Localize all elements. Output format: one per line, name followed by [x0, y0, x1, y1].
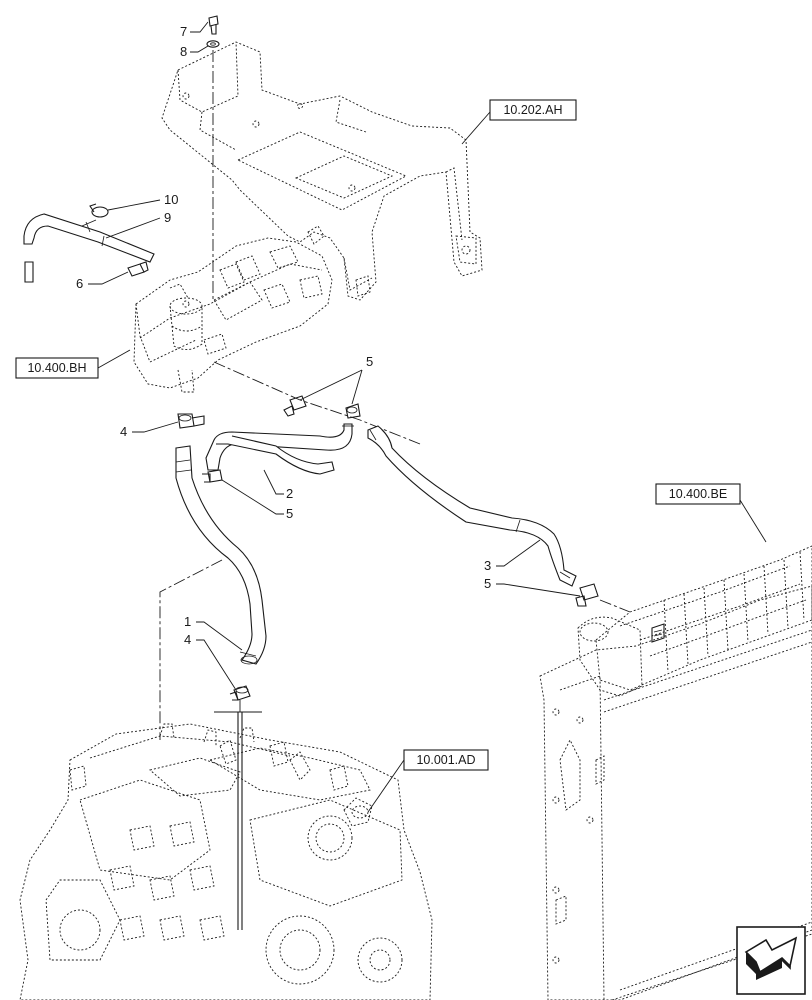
engine-block [19, 723, 433, 1000]
reference-reservoir[interactable]: 10.400.BH [15, 349, 131, 379]
alignment-line [213, 361, 421, 445]
svg-text:4: 4 [184, 632, 191, 647]
callout-5-right: 5 [484, 576, 581, 597]
alignment-line [159, 559, 223, 740]
upper-hose [205, 423, 354, 475]
reference-bracket[interactable]: 10.202.AH [461, 99, 577, 145]
next-page-arrow-icon[interactable] [736, 926, 806, 995]
svg-text:4: 4 [120, 424, 127, 439]
callout-1: 1 [184, 614, 243, 651]
callout-4-lower: 4 [184, 632, 237, 691]
reference-label: 10.202.AH [503, 103, 562, 117]
svg-text:3: 3 [484, 558, 491, 573]
reference-radiator[interactable]: 10.400.BE [655, 483, 767, 543]
callout-6: 6 [76, 271, 129, 291]
lower-hose [175, 445, 267, 665]
hose-clamp [177, 413, 205, 429]
hose-clamp [283, 395, 307, 417]
reference-label: 10.400.BE [669, 487, 727, 501]
callout-4-upper: 4 [120, 421, 179, 439]
reference-engine[interactable]: 10.001.AD [367, 749, 489, 813]
svg-text:1: 1 [184, 614, 191, 629]
callout-2: 2 [263, 469, 293, 501]
callout-5-middle: 5 [221, 479, 293, 521]
insertion-marker [214, 700, 262, 930]
svg-text:5: 5 [286, 506, 293, 521]
svg-text:8: 8 [180, 44, 187, 59]
hose-clamp [575, 583, 599, 607]
callout-10: 10 [107, 192, 178, 211]
svg-text:6: 6 [76, 276, 83, 291]
svg-text:5: 5 [484, 576, 491, 591]
svg-text:9: 9 [164, 210, 171, 225]
radiator-hose [367, 425, 577, 587]
mounting-bracket [161, 41, 483, 301]
hose-clamp [202, 469, 223, 483]
vent-hose [23, 213, 155, 283]
washer [206, 40, 220, 48]
callout-7: 7 [180, 21, 209, 39]
hose-clamp [229, 685, 251, 701]
callout-8: 8 [180, 44, 209, 59]
svg-text:7: 7 [180, 24, 187, 39]
callout-9: 9 [105, 210, 171, 239]
hose-clamp [345, 403, 361, 419]
hose-clamp [81, 203, 109, 233]
svg-text:2: 2 [286, 486, 293, 501]
reference-label: 10.400.BH [27, 361, 86, 375]
svg-text:10: 10 [164, 192, 178, 207]
connector-fitting [127, 261, 149, 277]
expansion-tank [133, 237, 333, 393]
callout-3: 3 [484, 539, 541, 573]
svg-text:5: 5 [366, 354, 373, 369]
bolt [208, 15, 219, 35]
callout-5-upper: 5 [299, 354, 373, 405]
reference-label: 10.001.AD [416, 753, 475, 767]
